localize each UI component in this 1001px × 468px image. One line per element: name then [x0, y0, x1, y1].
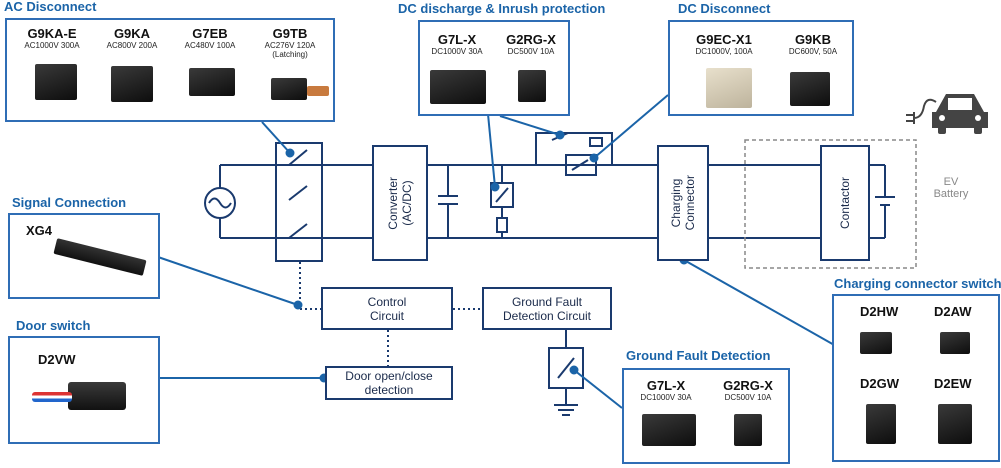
switch-image [938, 404, 972, 444]
product-spec: DC1000V 30A [431, 47, 483, 56]
product-name: G9KB [794, 32, 832, 47]
product-g2rg-x: G2RG-X DC500V 10A [496, 32, 566, 56]
relay-image [189, 68, 235, 96]
product-name: G2RG-X [506, 32, 556, 47]
product-name: G9KA-E [27, 26, 77, 41]
control-circuit-block: Control Circuit [321, 287, 453, 330]
ground-fault-circuit-block: Ground Fault Detection Circuit [482, 287, 612, 330]
signal-connection-title: Signal Connection [12, 195, 127, 210]
relay-image [271, 78, 307, 100]
product-name: D2EW [934, 376, 972, 391]
ground-fault-detection-title: Ground Fault Detection [626, 348, 771, 363]
product-name: G9TB [272, 26, 308, 41]
product-spec: DC1000V, 100A [695, 47, 753, 56]
ac-disconnect-title: AC Disconnect [4, 0, 97, 14]
product-note: (Latching) [272, 50, 308, 59]
product-name: G9KA [113, 26, 151, 41]
product-spec: AC480V 100A [184, 41, 236, 50]
product-g9ec-x1: G9EC-X1 DC1000V, 100A [674, 32, 774, 56]
relay-image [518, 70, 546, 102]
product-spec: DC500V 10A [724, 393, 772, 402]
product-name: G7EB [192, 26, 228, 41]
ev-car-icon [906, 94, 988, 134]
relay-image [790, 72, 830, 106]
product-name: G7L-X [437, 32, 477, 47]
door-detection-label: Door open/close detection [345, 369, 433, 397]
switch-image [866, 404, 896, 444]
product-name: D2AW [934, 304, 972, 319]
product-name: XG4 [26, 223, 53, 238]
dc-disconnect-panel: G9EC-X1 DC1000V, 100A G9KB DC600V, 50A [668, 20, 854, 116]
product-spec: DC600V, 50A [788, 47, 838, 56]
product-g9ka-e: G9KA-E AC1000V 300A [13, 26, 91, 50]
ground-fault-detection-panel: G7L-X DC1000V 30A G2RG-X DC500V 10A [622, 368, 790, 464]
product-g9ka: G9KA AC800V 200A [97, 26, 167, 50]
product-g2rg-x: G2RG-X DC500V 10A [712, 378, 784, 402]
relay-image [642, 414, 696, 446]
product-name: D2VW [38, 352, 76, 367]
relay-image [35, 64, 77, 100]
door-detection-block: Door open/close detection [325, 366, 453, 400]
ground-icon [554, 404, 578, 416]
signal-connection-panel: XG4 [8, 213, 160, 299]
copper-terminal [307, 86, 329, 96]
product-spec: DC1000V 30A [640, 393, 692, 402]
connector-image [53, 238, 147, 276]
dc-discharge-panel: G7L-X DC1000V 30A G2RG-X DC500V 10A [418, 20, 570, 116]
ground-fault-circuit-label: Ground Fault Detection Circuit [502, 294, 592, 323]
charging-connector-label: Charging Connector [669, 175, 697, 231]
product-spec: DC500V 10A [507, 47, 555, 56]
product-name: G9EC-X1 [696, 32, 752, 47]
product-g9tb: G9TB AC276V 120A (Latching) [253, 26, 327, 59]
switch-image [860, 332, 892, 354]
contactor-block: Contactor [820, 145, 870, 261]
product-name: G7L-X [646, 378, 686, 393]
door-switch-title: Door switch [16, 318, 91, 333]
ac-source-icon [204, 187, 236, 219]
ev-battery-label: EV Battery [933, 176, 969, 200]
product-g7eb: G7EB AC480V 100A [175, 26, 245, 50]
product-g7l-x: G7L-X DC1000V 30A [630, 378, 702, 402]
contactor-label: Contactor [838, 176, 852, 230]
charging-connector-block: Charging Connector [657, 145, 709, 261]
product-name: D2HW [860, 304, 899, 319]
control-circuit-label: Control Circuit [367, 294, 407, 323]
switch-image [940, 332, 970, 354]
product-name: D2GW [860, 376, 899, 391]
converter-label: Converter (AC/DC) [386, 176, 414, 230]
charging-connector-switch-panel: D2HW D2AW D2GW D2EW [832, 294, 1000, 462]
converter-block: Converter (AC/DC) [372, 145, 428, 261]
product-spec: AC1000V 300A [24, 41, 80, 50]
relay-image [734, 414, 762, 446]
product-g9kb: G9KB DC600V, 50A [778, 32, 848, 56]
product-name: G2RG-X [723, 378, 773, 393]
door-switch-panel: D2VW [8, 336, 160, 444]
dc-disconnect-title: DC Disconnect [678, 1, 771, 16]
ac-disconnect-panel: G9KA-E AC1000V 300A G9KA AC800V 200A G7E… [5, 18, 335, 122]
dc-discharge-title: DC discharge & Inrush protection [398, 1, 606, 16]
relay-image [706, 68, 752, 108]
relay-image [430, 70, 486, 104]
wires-image [32, 392, 72, 402]
charging-connector-switch-title: Charging connector switch [834, 276, 1001, 291]
product-spec: AC276V 120A [264, 41, 316, 50]
relay-image [111, 66, 153, 102]
product-g7l-x: G7L-X DC1000V 30A [422, 32, 492, 56]
product-spec: AC800V 200A [106, 41, 158, 50]
switch-image [68, 382, 126, 410]
